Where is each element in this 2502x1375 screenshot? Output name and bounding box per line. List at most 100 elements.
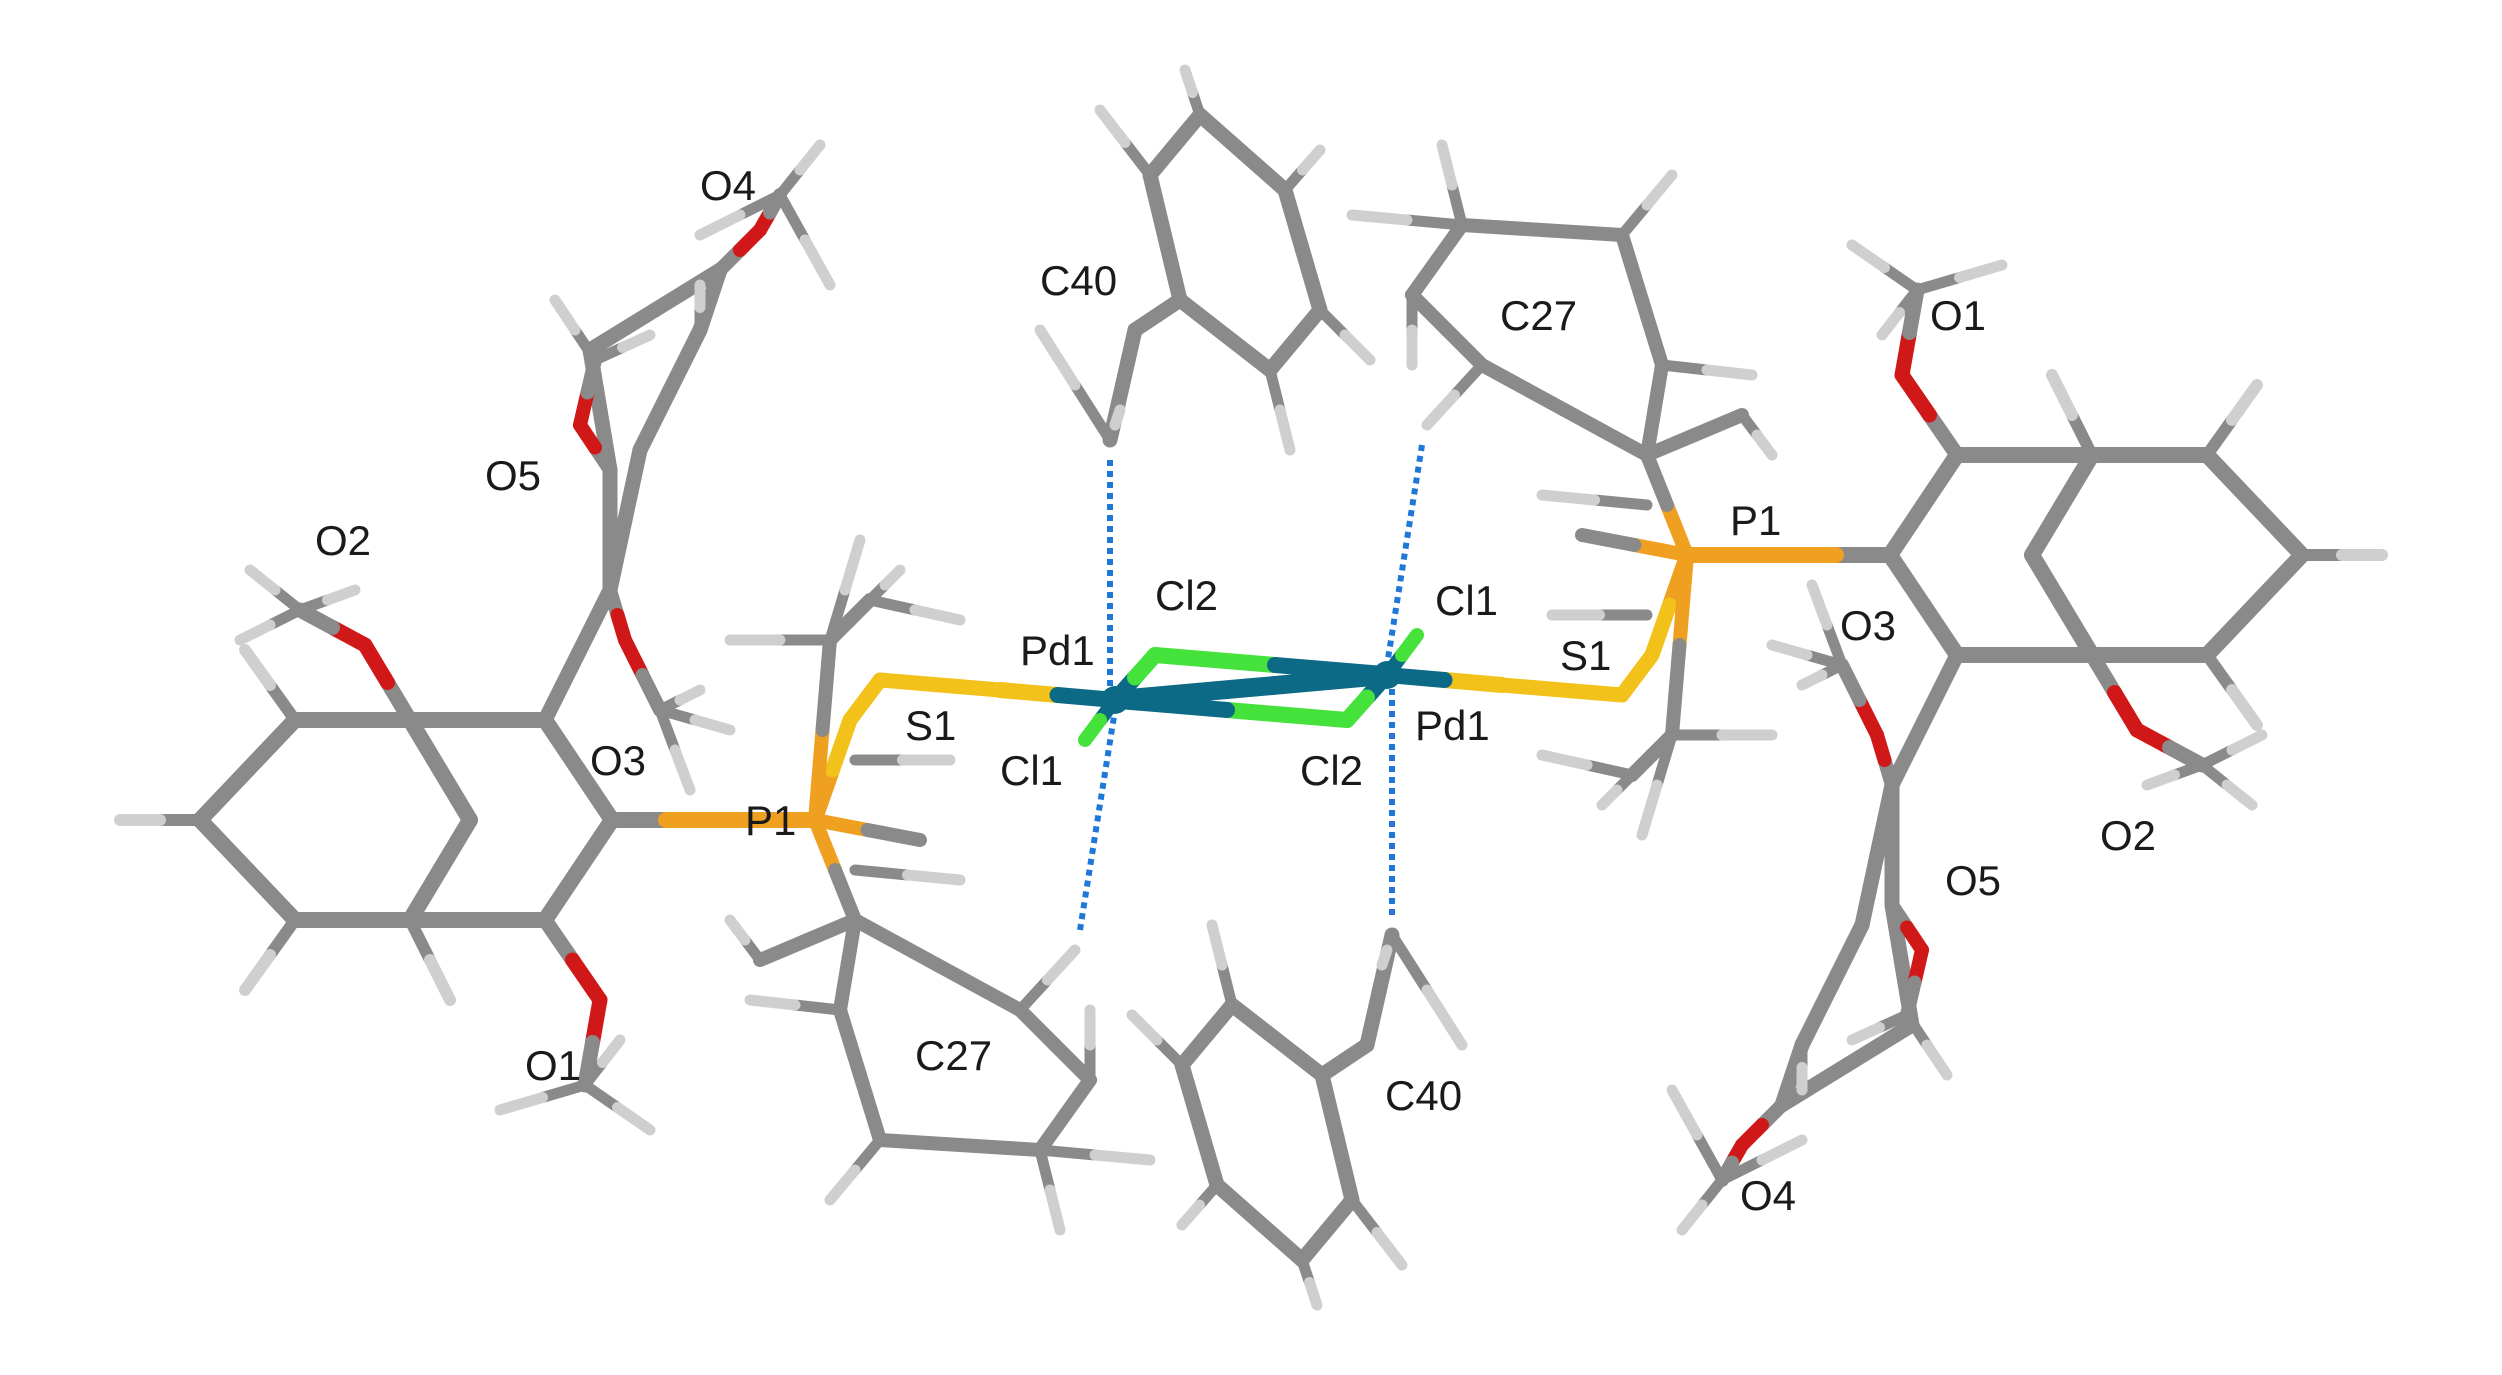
bond-carbon-carbon xyxy=(1455,218,1629,242)
bond-carbon-carbon xyxy=(1405,288,1489,372)
bond-carbon-hydrogen xyxy=(234,604,306,646)
bond-carbon-carbon xyxy=(1615,228,1669,372)
atom-label-cl1-top: Cl1 xyxy=(1435,577,1498,624)
bond-carbon-hydrogen xyxy=(1536,749,1638,781)
bond-phosphorus-carbon xyxy=(808,813,927,847)
atom-label-o4-right: O4 xyxy=(1740,1172,1796,1219)
bond-carbon-hydrogen xyxy=(1014,944,1081,1016)
bond-carbon-carbon xyxy=(753,913,862,967)
atom-label-o3-left: O3 xyxy=(590,737,646,784)
bond-carbon-carbon xyxy=(1142,167,1188,308)
bond-carbon-hydrogen xyxy=(404,914,456,1006)
bond-carbon-carbon xyxy=(833,913,862,1017)
bond-phosphorus-carbon xyxy=(808,633,837,827)
atom-label-o2-left: O2 xyxy=(315,517,371,564)
bond-carbon-carbon xyxy=(1209,1177,1310,1268)
bond-carbon-carbon xyxy=(1314,1067,1360,1208)
bond-carbon-carbon xyxy=(1262,302,1328,378)
bond-carbon-hydrogen xyxy=(1176,1179,1223,1231)
atom-label-s1-left: S1 xyxy=(905,702,956,749)
atom-label-o5-left: O5 xyxy=(485,452,541,499)
bond-carbon-hydrogen xyxy=(774,189,836,291)
bond-carbon-carbon xyxy=(1774,1017,1920,1113)
bond-carbon-carbon xyxy=(537,712,620,828)
bond-carbon-hydrogen xyxy=(1846,239,1923,296)
bond-carbon-hydrogen xyxy=(1656,359,1758,381)
bond-oxygen-carbon xyxy=(2129,722,2210,773)
bond-oxygen-carbon xyxy=(573,353,602,432)
bond-oxygen-carbon xyxy=(1900,943,1929,1022)
bond-carbon-carbon xyxy=(402,812,478,928)
bond-carbon-carbon xyxy=(1882,547,1965,663)
bond-carbon-carbon xyxy=(1174,1057,1225,1193)
atom-label-cl2-top: Cl2 xyxy=(1155,572,1218,619)
bond-carbon-hydrogen xyxy=(1876,284,1923,341)
atom-label-c40-top: C40 xyxy=(1040,257,1117,304)
bond-carbon-carbon xyxy=(537,582,618,728)
bond-carbon-hydrogen xyxy=(1766,639,1848,671)
bond-carbon-hydrogen xyxy=(1346,1194,1408,1271)
intermolecular-contact xyxy=(1384,444,1425,666)
bond-carbon-hydrogen xyxy=(724,914,766,966)
bond-carbon-hydrogen xyxy=(824,534,866,646)
bond-sulfur-palladium xyxy=(1379,667,1510,693)
bond-carbon-carbon xyxy=(1174,997,1240,1073)
bond-carbon-carbon xyxy=(1884,647,1965,793)
atom-label-c27-bottom: C27 xyxy=(915,1032,992,1079)
atom-label-p1-right: P1 xyxy=(1730,497,1781,544)
bond-carbon-hydrogen xyxy=(864,594,966,626)
bond-carbon-carbon xyxy=(1405,218,1469,302)
atom-label-o4-left: O4 xyxy=(700,162,756,209)
bond-carbon-carbon xyxy=(2024,547,2100,663)
atom-label-o5-right: O5 xyxy=(1945,857,2001,904)
bond-carbon-carbon xyxy=(192,812,303,928)
bond-layer xyxy=(114,64,2388,1311)
bond-oxygen-carbon xyxy=(292,602,373,653)
atom-label-o1-left: O1 xyxy=(525,1042,581,1089)
bond-carbon-carbon xyxy=(1640,358,1669,462)
bond-carbon-hydrogen xyxy=(1094,104,1156,181)
bond-carbon-carbon xyxy=(1277,182,1328,318)
bond-carbon-oxygen xyxy=(537,912,608,1008)
bond-carbon-carbon xyxy=(1172,292,1278,378)
bond-carbon-oxygen xyxy=(1735,1098,1789,1152)
bond-carbon-carbon xyxy=(402,712,478,828)
bond-carbon-hydrogen xyxy=(579,1079,656,1136)
bond-carbon-oxygen xyxy=(603,583,632,647)
bond-carbon-hydrogen xyxy=(1596,769,1638,811)
bond-carbon-hydrogen xyxy=(1034,1144,1066,1236)
bond-carbon-hydrogen xyxy=(1421,359,1488,431)
atom-label-s1-right: S1 xyxy=(1560,632,1611,679)
palladium-atom xyxy=(1101,686,1129,714)
bond-carbon-hydrogen xyxy=(1666,1084,1728,1186)
bond-sulfur-palladium xyxy=(992,682,1123,708)
bond-carbon-hydrogen xyxy=(1616,169,1678,241)
bond-carbon-carbon xyxy=(873,1133,1047,1157)
bond-carbon-hydrogen xyxy=(1636,729,1678,841)
bond-carbon-hydrogen xyxy=(1264,364,1296,456)
intermolecular-contact xyxy=(1077,709,1118,931)
atom-label-cl2-bottom: Cl2 xyxy=(1300,747,1363,794)
bond-carbon-hydrogen xyxy=(1911,259,2008,296)
atom-label-c27-top: C27 xyxy=(1500,292,1577,339)
bond-carbon-oxygen xyxy=(2084,647,2145,738)
bond-oxygen-carbon xyxy=(618,633,667,717)
bond-phosphorus-carbon xyxy=(808,813,862,927)
bond-carbon-hydrogen xyxy=(1716,1134,1808,1186)
atom-label-o2-right: O2 xyxy=(2100,812,2156,859)
bond-carbon-hydrogen xyxy=(1436,139,1468,231)
bond-sulfur-sulfur xyxy=(872,672,1008,698)
bond-carbon-carbon xyxy=(1142,107,1208,183)
bond-carbon-carbon xyxy=(2024,447,2100,563)
bond-carbon-hydrogen xyxy=(2141,759,2208,791)
bond-chlorine-palladium xyxy=(1099,692,1355,728)
atom-label-o1-right: O1 xyxy=(1930,292,1986,339)
bond-carbon-carbon xyxy=(632,322,708,458)
bond-carbon-carbon xyxy=(1882,447,1965,563)
bond-carbon-hydrogen xyxy=(1206,919,1238,1011)
bond-carbon-hydrogen xyxy=(1346,209,1468,231)
bond-oxygen-carbon xyxy=(1835,658,1884,742)
bond-carbon-hydrogen xyxy=(239,914,301,996)
